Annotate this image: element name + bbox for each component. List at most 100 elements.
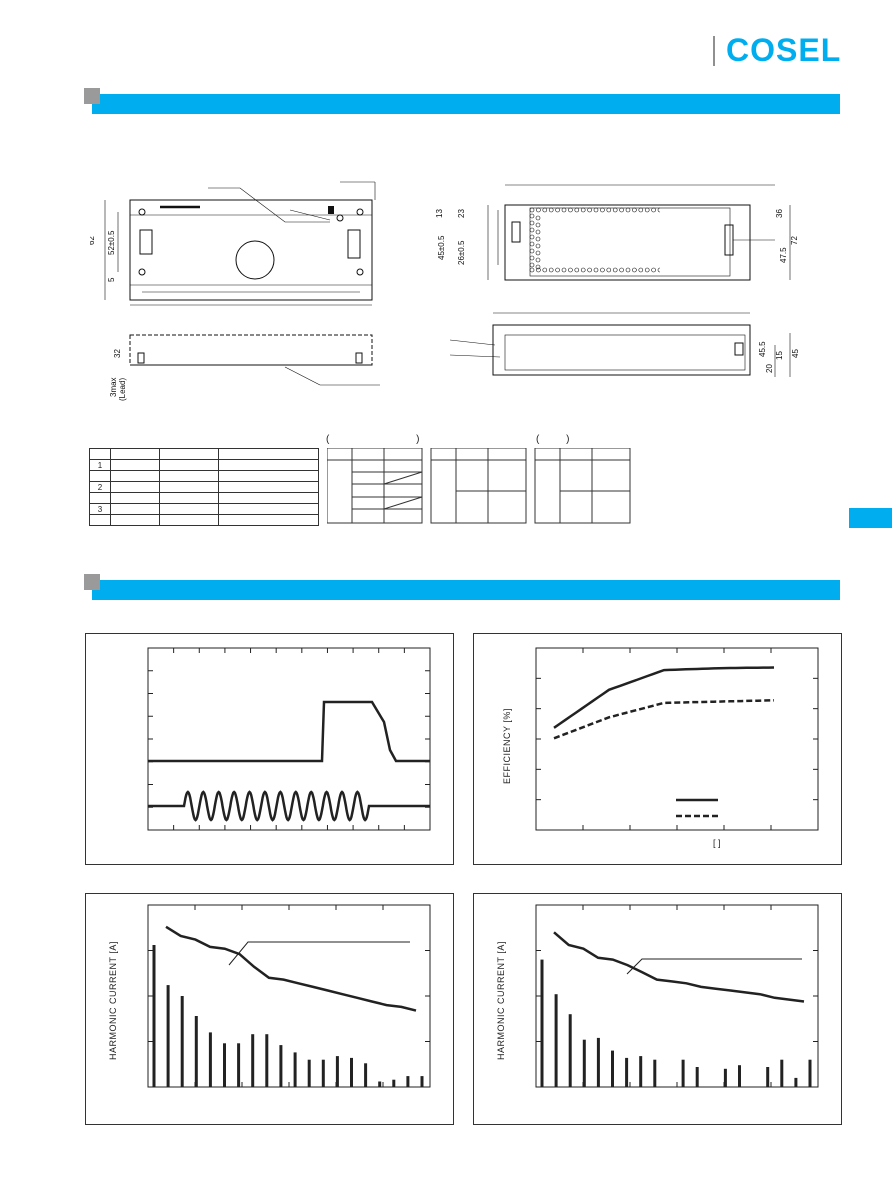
pin-dot xyxy=(529,255,535,261)
dim-45b: 45 xyxy=(791,349,800,358)
pin-dot xyxy=(555,207,560,213)
harmonic-bar xyxy=(695,1067,699,1087)
harmonic-bar xyxy=(378,1081,382,1087)
pin-dot xyxy=(593,207,599,213)
efficiency-series-dashed xyxy=(553,699,775,740)
bracket-left-a: ( xyxy=(326,434,330,445)
harmonic-bar xyxy=(152,945,156,1087)
harmonic-2-ylabel: HARMONIC CURRENT [A] xyxy=(496,941,506,1060)
harmonic-1-ylabel: HARMONIC CURRENT [A] xyxy=(108,941,118,1060)
dim-23: 23 xyxy=(457,209,466,218)
dim-32: 32 xyxy=(113,349,122,358)
side-index-tab xyxy=(849,508,892,528)
chart-harmonic-1 xyxy=(147,904,431,1088)
wave-lower-trace xyxy=(148,790,430,822)
pin-dot xyxy=(548,207,554,213)
pin-dot xyxy=(529,267,535,273)
outline-side-view: 32 3max (Lead) xyxy=(109,334,380,401)
brand-name: COSEL xyxy=(726,32,842,68)
panel-waveform xyxy=(85,633,454,865)
pin-dot xyxy=(529,234,535,240)
bracket-left-b: ( xyxy=(536,434,540,445)
pin-dot xyxy=(535,243,541,249)
harmonic-bar xyxy=(639,1056,643,1087)
pin-dot xyxy=(600,267,605,273)
pin-dot xyxy=(568,207,573,213)
efficiency-xunit: [ ] xyxy=(713,838,721,848)
harmonic-bar xyxy=(420,1076,424,1087)
harmonic-bar xyxy=(808,1059,812,1087)
panel-efficiency: EFFICIENCY [%] [ ] xyxy=(473,633,842,865)
dim-15: 15 xyxy=(775,351,784,360)
harmonic-bar xyxy=(406,1076,410,1087)
pin-dot xyxy=(644,207,650,213)
pin-dot xyxy=(535,236,541,242)
pin-dot xyxy=(529,262,535,268)
row-num-1: 1 xyxy=(89,459,111,471)
harmonic-bar xyxy=(208,1032,212,1087)
wave-upper-trace xyxy=(148,700,430,763)
pin-dot xyxy=(657,267,660,273)
dim-20: 20 xyxy=(765,364,774,373)
pin-dot xyxy=(651,267,656,273)
pin-dot xyxy=(529,213,535,219)
pin-dot xyxy=(612,267,618,273)
harmonic-bar xyxy=(265,1034,269,1087)
pin-dot xyxy=(644,267,650,273)
harmonic-bar xyxy=(554,994,558,1087)
pin-dot xyxy=(535,222,541,228)
pin-dot xyxy=(535,257,541,263)
harmonic-bar xyxy=(237,1043,241,1087)
pin-dot xyxy=(542,207,548,213)
pin-dot xyxy=(632,207,637,213)
harmonic-bar xyxy=(625,1057,629,1087)
row-num-2: 2 xyxy=(89,481,111,493)
pin-dot xyxy=(612,207,618,213)
panel-harmonic-2: HARMONIC CURRENT [A] xyxy=(473,893,842,1125)
dim-13: 13 xyxy=(435,209,444,218)
harmonic-bar xyxy=(392,1079,396,1087)
pin-dot xyxy=(542,267,548,273)
harmonic-bar xyxy=(568,1014,572,1087)
pin-dot xyxy=(536,267,541,273)
harmonic-bar xyxy=(582,1039,586,1087)
section-tab-performance xyxy=(84,574,100,590)
pin-dot xyxy=(632,267,637,273)
dim-45: 45±0.5 xyxy=(437,235,446,260)
pin-dot xyxy=(555,267,560,273)
harmonic-bar xyxy=(279,1045,283,1087)
dim-45-5: 45.5 xyxy=(758,341,767,357)
pin-dot xyxy=(529,241,535,247)
harmonic-bar xyxy=(293,1052,297,1087)
harmonic-bar xyxy=(681,1059,685,1087)
pin-dot xyxy=(536,207,541,213)
chart-harmonic-2 xyxy=(535,904,819,1088)
spec-table-pins: 1 2 3 xyxy=(89,448,319,526)
harmonic-bar xyxy=(738,1065,741,1087)
harmonic-1-leader xyxy=(228,941,410,966)
pin-dot xyxy=(561,207,567,213)
harmonic-bar xyxy=(653,1059,657,1087)
harmonic-2-leader xyxy=(626,958,802,975)
row-num-3: 3 xyxy=(89,503,111,515)
spec-table-right xyxy=(327,448,631,524)
harmonic-bar xyxy=(180,996,184,1087)
pin-dot xyxy=(580,267,586,273)
harmonic-bar xyxy=(223,1043,226,1087)
chart-efficiency xyxy=(535,647,819,831)
bracket-b: ( ) xyxy=(536,434,569,445)
pin-dot xyxy=(606,207,612,213)
harmonic-bar xyxy=(251,1034,255,1087)
pin-dot xyxy=(568,267,573,273)
efficiency-ylabel: EFFICIENCY [%] xyxy=(502,708,512,784)
pin-dot xyxy=(574,267,580,273)
chart-waveform xyxy=(147,647,431,831)
section-tab-outline xyxy=(84,88,100,104)
pin-dot xyxy=(535,215,541,221)
pin-dot xyxy=(535,229,541,235)
pin-dot xyxy=(535,250,541,256)
pin-dot xyxy=(625,267,631,273)
harmonic-bar xyxy=(780,1059,784,1087)
pin-dot xyxy=(638,267,644,273)
dim-52: 52±0.5 xyxy=(107,230,116,255)
